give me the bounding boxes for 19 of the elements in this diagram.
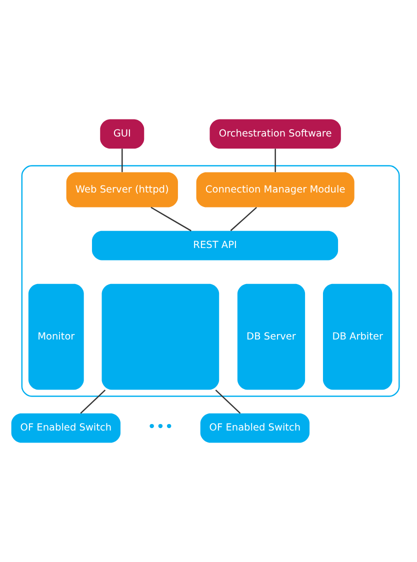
connector [215,390,241,414]
connector [150,206,192,232]
connector [230,206,257,232]
connector [274,148,276,172]
node-box: Connection Manager Module [196,172,354,208]
node-box: Web Server (httpd) [66,172,178,208]
node-box: REST API [92,230,338,260]
node-box: DB Arbiter [322,284,392,390]
connector [80,390,106,414]
node-box: DB Server [237,284,306,390]
label: ••• [147,418,174,436]
node-box: OF Enabled Switch [11,413,120,443]
node-box: OF Enabled Switch [200,413,310,443]
node-box: GUI [100,119,144,149]
node-box: Orchestration Software [210,119,341,149]
cluster [21,165,400,397]
connector [122,148,123,172]
node-box: Monitor [28,284,84,390]
node-box [102,284,220,390]
